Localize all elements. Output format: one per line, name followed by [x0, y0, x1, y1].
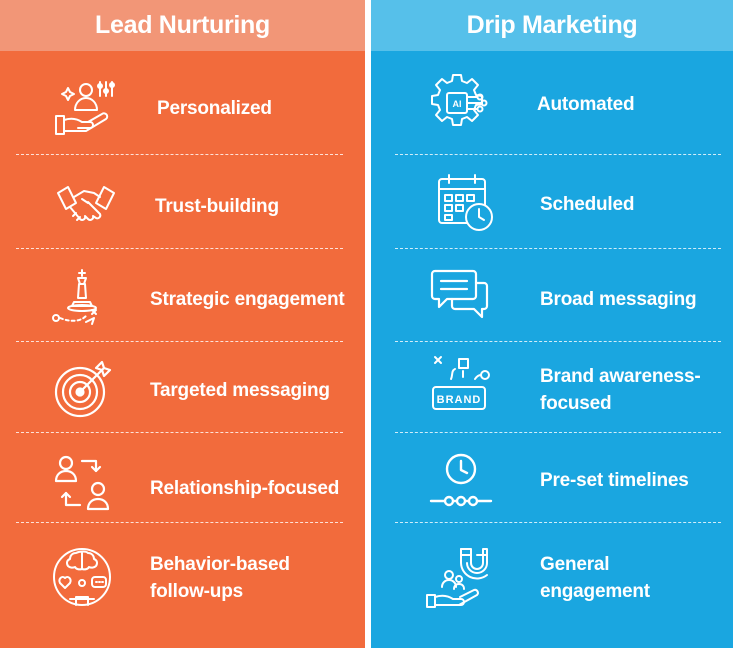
label-relationship-focused: Relationship-focused — [150, 478, 340, 499]
label-text: Brand awareness-focused — [540, 366, 701, 414]
divider — [395, 432, 721, 433]
drip-marketing-list: AI Automated Scheduled — [371, 51, 733, 648]
lead-nurturing-header: Lead Nurturing — [0, 0, 365, 51]
label-broad-messaging: Broad messaging — [540, 289, 697, 310]
handshake-icon — [54, 173, 118, 237]
drip-marketing-header: Drip Marketing — [371, 0, 733, 51]
label-automated: Automated — [537, 94, 635, 115]
label-text: Behavior-based follow-ups — [150, 554, 290, 602]
brain-behavior-icon — [50, 545, 114, 609]
label-general-engagement: General engagement — [540, 551, 670, 605]
chess-strategy-icon — [48, 266, 112, 330]
divider — [16, 522, 343, 523]
lead-nurturing-panel: Lead Nurturing Personalized — [0, 0, 365, 648]
label-scheduled: Scheduled — [540, 194, 635, 215]
magnet-people-icon — [425, 545, 489, 609]
label-pre-set-timelines: Pre-set timelines — [540, 470, 689, 491]
divider — [16, 341, 343, 342]
target-arrow-icon — [52, 356, 116, 420]
chat-bubbles-icon — [429, 263, 493, 327]
drip-marketing-title: Drip Marketing — [466, 11, 638, 39]
lead-nurturing-title: Lead Nurturing — [95, 11, 270, 39]
label-personalized: Personalized — [157, 98, 272, 119]
brand-tag-icon: BRAND — [431, 353, 495, 417]
divider — [16, 154, 343, 155]
divider — [16, 432, 343, 433]
lead-nurturing-list: Personalized Trust-building — [0, 51, 365, 648]
label-text: General engagement — [540, 554, 650, 602]
clock-timeline-icon — [429, 451, 493, 515]
label-behavior-based-follow-ups: Behavior-based follow-ups — [150, 551, 300, 605]
divider — [395, 522, 721, 523]
ai-gear-icon: AI — [429, 71, 493, 135]
divider — [395, 341, 721, 342]
label-strategic-engagement: Strategic engagement — [150, 289, 345, 310]
divider — [395, 248, 721, 249]
label-brand-awareness-focused: Brand awareness-focused — [540, 363, 710, 417]
label-targeted-messaging: Targeted messaging — [150, 380, 330, 401]
person-in-hand-icon — [52, 76, 116, 140]
svg-text:BRAND: BRAND — [437, 394, 482, 406]
people-exchange-icon — [52, 453, 116, 517]
divider — [395, 154, 721, 155]
label-trust-building: Trust-building — [155, 196, 279, 217]
divider — [16, 248, 343, 249]
calendar-clock-icon — [435, 171, 499, 235]
svg-text:AI: AI — [453, 99, 462, 109]
drip-marketing-panel: Drip Marketing AI Automated — [371, 0, 733, 648]
